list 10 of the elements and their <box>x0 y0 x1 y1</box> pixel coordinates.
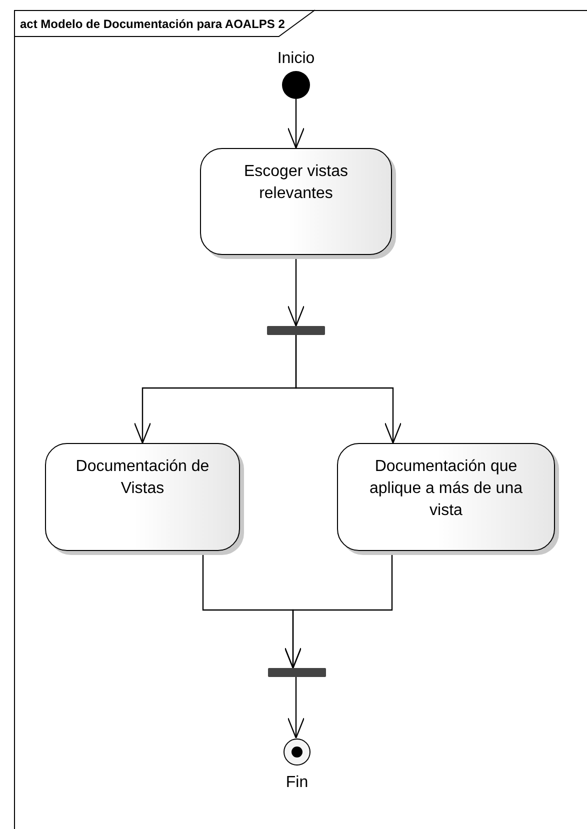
node-label: Fin <box>286 774 308 792</box>
initial-node <box>282 71 310 99</box>
frame-title: act Modelo de Documentación para AOALPS 2 <box>14 10 315 37</box>
final-node <box>283 738 311 766</box>
arrow <box>295 335 402 444</box>
fork-join-bar <box>268 668 326 677</box>
arrow <box>287 677 305 739</box>
fork-join-bar <box>267 326 325 335</box>
node-label: Inicio <box>277 50 315 68</box>
arrow <box>287 99 305 149</box>
